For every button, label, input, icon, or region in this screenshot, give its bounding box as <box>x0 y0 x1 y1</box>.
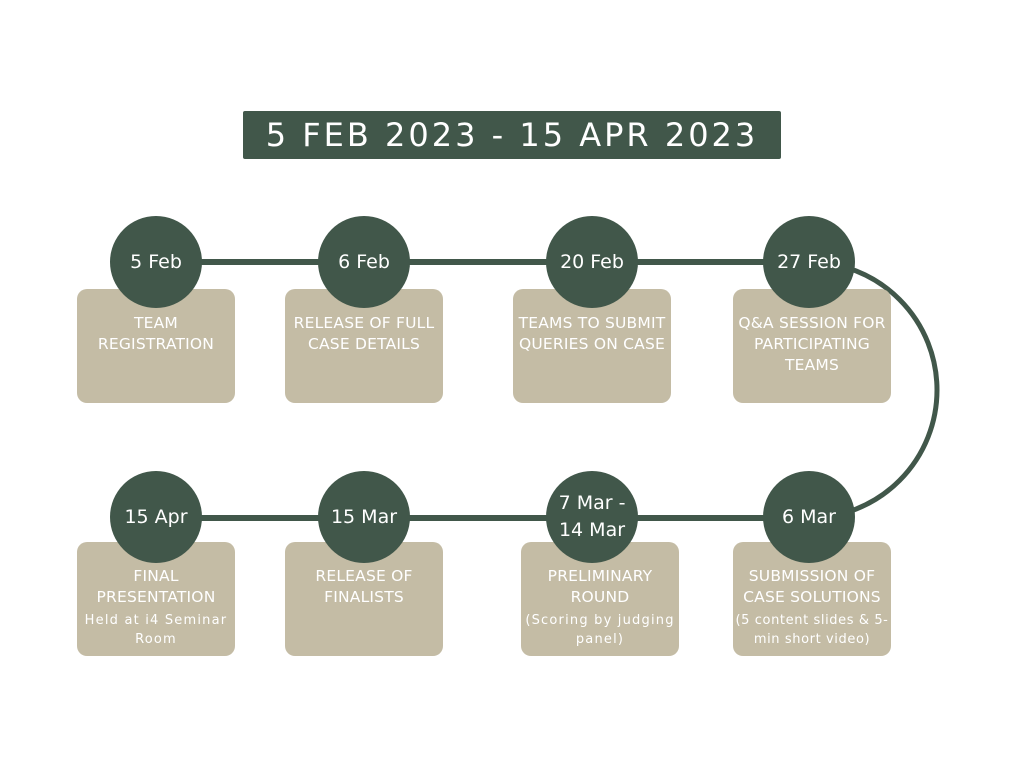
title-banner: 5 FEB 2023 - 15 APR 2023 <box>243 111 781 159</box>
milestone-card-team-registration: TEAM REGISTRATION <box>77 289 235 403</box>
milestone-label: TEAMS TO SUBMIT QUERIES ON CASE <box>518 314 666 353</box>
milestone-card-case-submission: SUBMISSION OF CASE SOLUTIONS (5 content … <box>733 542 891 656</box>
date-node-label: 15 Apr <box>124 505 188 528</box>
date-node-20-feb: 20 Feb <box>546 216 638 308</box>
milestone-note: (5 content slides & 5-min short video) <box>735 613 889 647</box>
date-node-15-mar: 15 Mar <box>318 471 410 563</box>
milestone-label: RELEASE OF FULL CASE DETAILS <box>293 314 435 353</box>
milestone-label: PRELIMINARY ROUND <box>547 567 653 606</box>
milestone-card-release-case-details: RELEASE OF FULL CASE DETAILS <box>285 289 443 403</box>
date-node-label: 20 Feb <box>560 250 624 273</box>
date-range-title: 5 FEB 2023 - 15 APR 2023 <box>265 116 759 154</box>
milestone-label: Q&A SESSION FOR PARTICIPATING TEAMS <box>738 314 886 374</box>
milestone-card-preliminary-round: PRELIMINARY ROUND (Scoring by judging pa… <box>521 542 679 656</box>
milestone-card-submit-queries: TEAMS TO SUBMIT QUERIES ON CASE <box>513 289 671 403</box>
date-node-7-14-mar: 7 Mar - 14 Mar <box>546 471 638 563</box>
date-node-label: 7 Mar - 14 Mar <box>558 492 626 541</box>
date-node-label: 27 Feb <box>777 250 841 273</box>
milestone-card-qa-session: Q&A SESSION FOR PARTICIPATING TEAMS <box>733 289 891 403</box>
milestone-label: SUBMISSION OF CASE SOLUTIONS <box>743 567 881 606</box>
date-node-label: 6 Mar <box>782 505 836 528</box>
milestone-label: RELEASE OF FINALISTS <box>315 567 413 606</box>
milestone-label: FINAL PRESENTATION <box>96 567 216 606</box>
date-node-6-feb: 6 Feb <box>318 216 410 308</box>
date-node-label: 6 Feb <box>338 250 390 273</box>
milestone-note: (Scoring by judging panel) <box>525 613 675 647</box>
date-node-6-mar: 6 Mar <box>763 471 855 563</box>
connector-curve <box>808 259 940 521</box>
milestone-note: Held at i4 Seminar Room <box>84 613 228 647</box>
date-node-5-feb: 5 Feb <box>110 216 202 308</box>
date-node-label: 15 Mar <box>330 505 398 528</box>
date-node-label: 5 Feb <box>130 250 182 273</box>
milestone-label: TEAM REGISTRATION <box>97 314 215 353</box>
date-node-27-feb: 27 Feb <box>763 216 855 308</box>
date-node-15-apr: 15 Apr <box>110 471 202 563</box>
